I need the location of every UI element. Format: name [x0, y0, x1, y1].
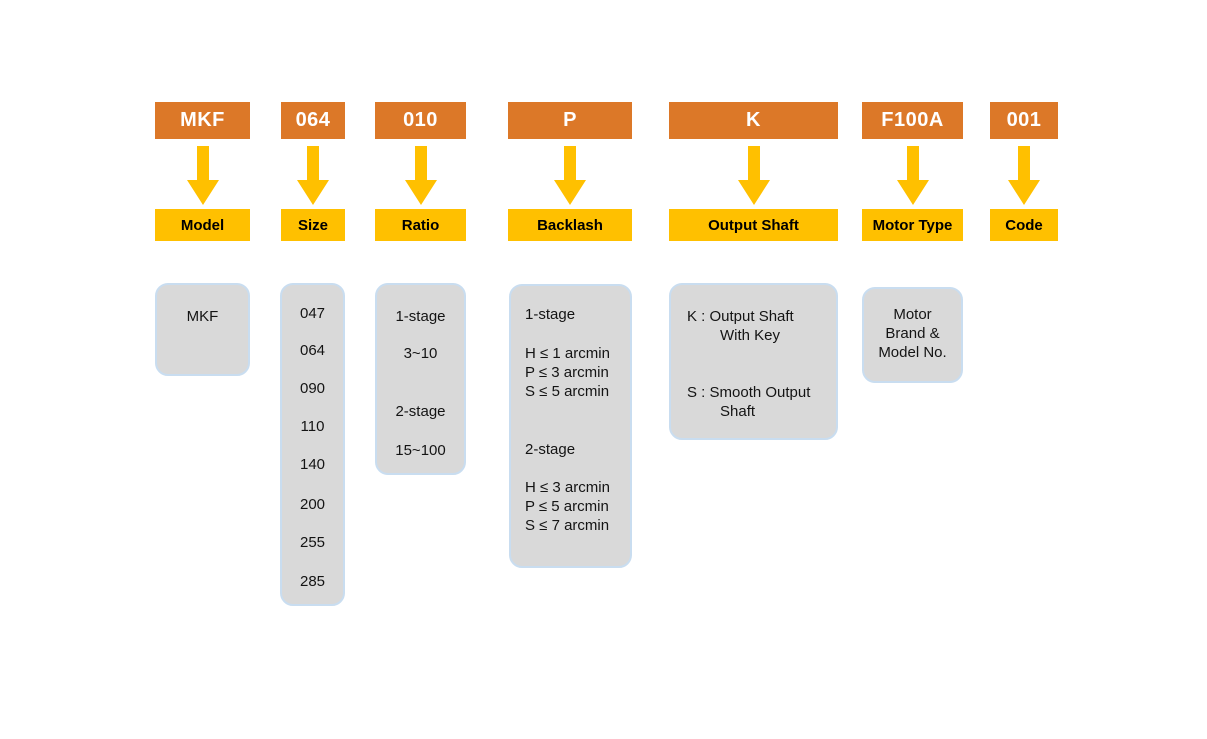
down-arrow-icon [669, 146, 838, 206]
detail-line: P ≤ 3 arcmin [525, 364, 609, 381]
detail-line: 047 [299, 305, 326, 322]
detail-line: 255 [299, 534, 326, 551]
detail-box-motor-type: Motor Brand & Model No. [862, 287, 963, 383]
detail-line: Model No. [878, 344, 947, 361]
label-box-backlash: Backlash [508, 209, 632, 241]
detail-box-output-shaft: K : Output Shaft With Key S : Smooth Out… [669, 283, 838, 440]
code-box-size: 064 [281, 102, 345, 139]
detail-line: S : Smooth Output [687, 384, 811, 401]
label-box-output-shaft: Output Shaft [669, 209, 838, 241]
detail-line: Shaft [720, 403, 756, 420]
detail-line: Brand & [885, 325, 940, 342]
detail-line: 090 [299, 380, 326, 397]
code-box-ratio: 010 [375, 102, 466, 139]
label-box-motor-type: Motor Type [862, 209, 963, 241]
detail-line: H ≤ 3 arcmin [525, 479, 610, 496]
code-box-motor-type: F100A [862, 102, 963, 139]
detail-line: 110 [300, 418, 325, 435]
detail-line: P ≤ 5 arcmin [525, 498, 609, 515]
down-arrow-icon [281, 146, 345, 206]
detail-line: 140 [299, 456, 326, 473]
label-box-model: Model [155, 209, 250, 241]
detail-line: 1-stage [525, 306, 576, 323]
code-box-code: 001 [990, 102, 1058, 139]
detail-line: 15~100 [395, 442, 446, 459]
down-arrow-icon [508, 146, 632, 206]
detail-line: Motor [893, 306, 932, 323]
code-box-backlash: P [508, 102, 632, 139]
detail-line: S ≤ 7 arcmin [525, 517, 610, 534]
down-arrow-icon [862, 146, 963, 206]
detail-line: S ≤ 5 arcmin [525, 383, 610, 400]
code-box-output-shaft: K [669, 102, 838, 139]
label-box-ratio: Ratio [375, 209, 466, 241]
label-box-size: Size [281, 209, 345, 241]
detail-box-backlash: 1-stage H ≤ 1 arcmin P ≤ 3 arcmin S ≤ 5 … [509, 284, 632, 568]
detail-line: 3~10 [403, 345, 438, 362]
detail-box-model: MKF [155, 283, 250, 376]
detail-line: 1-stage [395, 308, 446, 325]
down-arrow-icon [155, 146, 250, 206]
detail-line: H ≤ 1 arcmin [525, 345, 610, 362]
detail-box-ratio: 1-stage 3~10 2-stage 15~100 [375, 283, 466, 475]
detail-line: With Key [720, 327, 781, 344]
down-arrow-icon [375, 146, 466, 206]
detail-line: 2-stage [525, 441, 576, 458]
detail-line: MKF [186, 308, 219, 325]
detail-line: K : Output Shaft [687, 308, 794, 325]
detail-line: 285 [299, 573, 326, 590]
detail-line: 2-stage [395, 403, 446, 420]
label-box-code: Code [990, 209, 1058, 241]
detail-line: 064 [299, 342, 326, 359]
down-arrow-icon [990, 146, 1058, 206]
detail-line: 200 [299, 496, 326, 513]
detail-box-size: 047 064 090 110 140 200 255 285 [280, 283, 345, 606]
code-box-model: MKF [155, 102, 250, 139]
